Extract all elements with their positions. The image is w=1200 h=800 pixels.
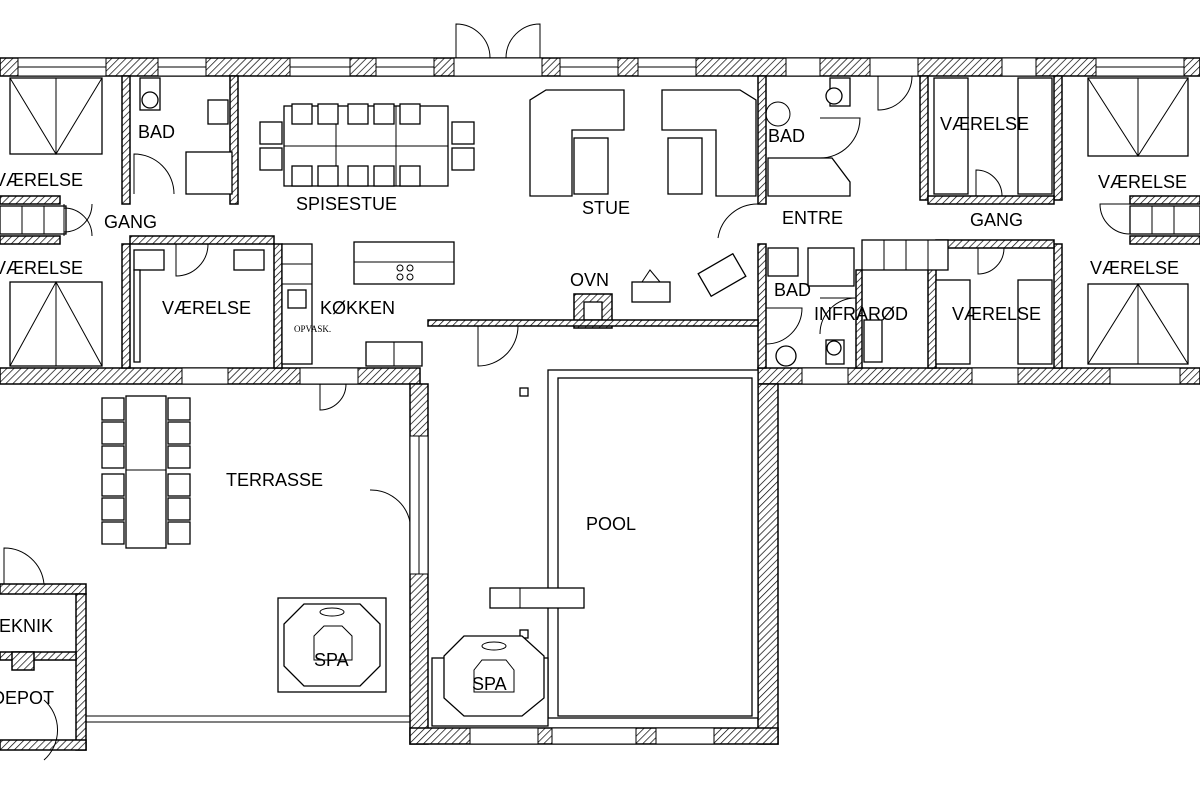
dining-table <box>259 103 475 187</box>
left-wing-furniture <box>0 77 265 367</box>
label-vaerelse-top-right: VÆRELSE <box>940 114 1029 134</box>
kitchen-island <box>281 241 455 367</box>
label-gang-left: GANG <box>104 212 157 232</box>
label-vaerelse-top-left: VÆRELSE <box>0 170 83 190</box>
label-opvask: OPVASK. <box>294 324 331 334</box>
right-wing-furniture <box>717 75 1200 369</box>
label-stue: STUE <box>582 198 630 218</box>
windows <box>17 57 1185 745</box>
main-entrance-door <box>455 23 541 59</box>
fireplace <box>427 293 759 367</box>
label-spa-terrace: SPA <box>314 650 349 670</box>
label-vaerelse-bottom-right: VÆRELSE <box>952 304 1041 324</box>
label-spa-pool: SPA <box>472 674 507 694</box>
label-pool: POOL <box>586 514 636 534</box>
label-vaerelse-far-right-top: VÆRELSE <box>1098 172 1187 192</box>
label-vaerelse-far-right-bottom: VÆRELSE <box>1090 258 1179 278</box>
sofas <box>529 89 757 303</box>
room-labels: BAD VÆRELSE VÆRELSE GANG VÆRELSE SPISEST… <box>0 114 1187 708</box>
label-gang-right: GANG <box>970 210 1023 230</box>
label-bad-right-bottom: BAD <box>774 280 811 300</box>
label-bad-left: BAD <box>138 122 175 142</box>
label-entre: ENTRE <box>782 208 843 228</box>
label-vaerelse-center-left: VÆRELSE <box>162 298 251 318</box>
label-vaerelse-mid-left: VÆRELSE <box>0 258 83 278</box>
label-koekken: KØKKEN <box>320 298 395 318</box>
pool <box>431 369 759 727</box>
label-ovn: OVN <box>570 270 609 290</box>
label-spisestue: SPISESTUE <box>296 194 397 214</box>
label-terrasse: TERRASSE <box>226 470 323 490</box>
terrace-furniture <box>3 383 411 761</box>
label-bad-right-top: BAD <box>768 126 805 146</box>
label-depot: DEPOT <box>0 688 54 708</box>
label-teknik: TEKNIK <box>0 616 53 636</box>
label-infrarod: INFRARØD <box>814 304 908 324</box>
